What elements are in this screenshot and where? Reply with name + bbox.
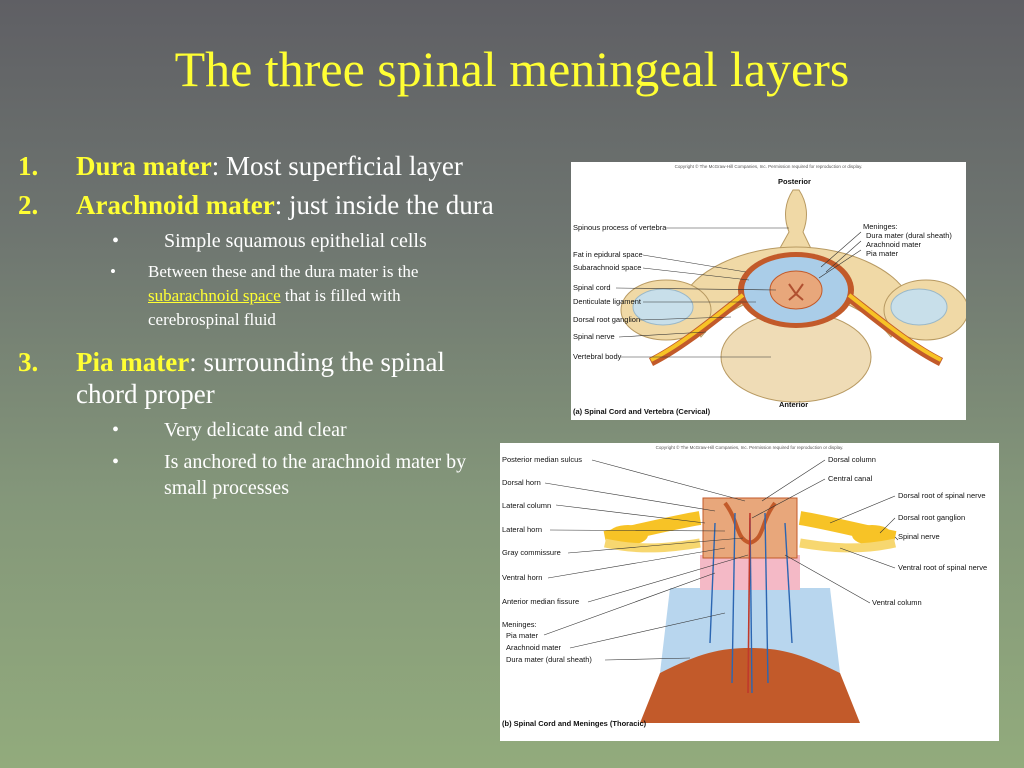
term-arachnoid-mater: Arachnoid mater [76, 190, 275, 220]
sub-bullet: • Is anchored to the arachnoid mater by … [76, 449, 496, 501]
label-vertebral-body: Vertebral body [573, 352, 622, 361]
label-dorsal-column: Dorsal column [828, 455, 876, 464]
posterior-label: Posterior [778, 177, 811, 186]
ganglion-right [852, 525, 892, 545]
label-lateral-column: Lateral column [502, 501, 552, 510]
label-pia-mater: Pia mater [866, 249, 899, 258]
bullet-icon: • [110, 262, 116, 281]
list-item-pia-mater: 3. Pia mater: surrounding the spinal cho… [18, 346, 496, 410]
ventral-root-right [799, 538, 897, 553]
list-number: 1. [18, 151, 39, 181]
label-ventral-root: Ventral root of spinal nerve [898, 563, 988, 572]
bullet-icon: • [112, 451, 120, 473]
foramen-right [890, 288, 948, 326]
label-arachnoid-mater: Arachnoid mater [506, 643, 562, 652]
copyright-text: Copyright © The McGraw-Hill Companies, I… [674, 164, 863, 169]
bullet-icon: • [112, 230, 120, 252]
copyright-text: Copyright © The McGraw-Hill Companies, I… [655, 445, 844, 450]
artery-shape [747, 512, 751, 694]
label-central-canal: Central canal [828, 474, 873, 483]
label-subarachnoid-space: Subarachnoid space [573, 263, 642, 272]
label-meninges-title: Meninges: [502, 620, 537, 629]
cervical-illustration [615, 189, 966, 403]
label-dorsal-root: Dorsal root of spinal nerve [898, 491, 986, 500]
nerve-fiber-left [650, 293, 745, 362]
label-spinal-nerve: Spinal nerve [898, 532, 940, 541]
label-spinal-cord: Spinal cord [573, 283, 611, 292]
anterior-label: Anterior [779, 400, 809, 409]
label-spinous-process: Spinous process of vertebra [573, 223, 667, 232]
item-text: : just inside the dura [274, 190, 494, 220]
thoracic-illustration [543, 459, 899, 723]
figure-thoracic-meninges: Copyright © The McGraw-Hill Companies, I… [500, 443, 999, 741]
item-text: : Most superficial layer [211, 151, 463, 181]
sub-sub-text: that is filled with cerebrospinal fluid [148, 286, 401, 329]
figure-a-caption: (a) Spinal Cord and Vertebra (Cervical) [573, 407, 711, 416]
label-spinal-nerve: Spinal nerve [573, 332, 615, 341]
sub-bullet-text: Simple squamous epithelial cells [164, 230, 427, 252]
foramen-left [632, 288, 694, 326]
label-fat-epidural: Fat in epidural space [573, 250, 643, 259]
label-meninges-title: Meninges: [863, 222, 898, 231]
label-dorsal-root-ganglion: Dorsal root ganglion [573, 315, 641, 324]
bullet-icon: • [112, 419, 120, 441]
sub-bullet: • Very delicate and clear [76, 417, 496, 443]
label-dorsal-root-ganglion: Dorsal root ganglion [898, 513, 966, 522]
ganglion-left [608, 525, 648, 545]
sub-bullet-text: Is anchored to the arachnoid mater by sm… [164, 451, 467, 499]
bullet-content: 1. Dura mater: Most superficial layer 2.… [18, 150, 496, 507]
label-arachnoid-mater: Arachnoid mater [866, 240, 922, 249]
label-ventral-column: Ventral column [872, 598, 922, 607]
sub-sub-text: Between these and the dura mater is the [148, 262, 419, 281]
term-pia-mater: Pia mater [76, 347, 190, 377]
list-item-arachnoid-mater: 2. Arachnoid mater: just inside the dura [18, 189, 496, 221]
list-number: 2. [18, 190, 39, 220]
sub-bullet-text: Very delicate and clear [164, 419, 347, 441]
slide-title: The three spinal meningeal layers [174, 41, 850, 97]
figure-b-caption: (b) Spinal Cord and Meninges (Thoracic) [502, 719, 647, 728]
term-dura-mater: Dura mater [76, 151, 212, 181]
label-gray-commissure: Gray commissure [502, 548, 561, 557]
label-anterior-median-fissure: Anterior median fissure [502, 597, 580, 606]
label-posterior-median-sulcus: Posterior median sulcus [502, 455, 583, 464]
list-item-dura-mater: 1. Dura mater: Most superficial layer [18, 150, 496, 182]
ventral-root-left [603, 538, 701, 553]
label-dorsal-horn: Dorsal horn [502, 478, 541, 487]
label-dura-mater: Dura mater (dural sheath) [506, 655, 592, 664]
item-text: : surrounding the spinal chord proper [76, 347, 445, 409]
label-denticulate-ligament: Denticulate ligament [573, 297, 641, 306]
sub-sub-bullet: • Between these and the dura mater is th… [18, 260, 496, 332]
spinal-cord-shape [769, 270, 823, 310]
label-pia-mater: Pia mater [506, 631, 539, 640]
figure-cervical-cross-section: Copyright © The McGraw-Hill Companies, I… [571, 162, 966, 420]
nerve-fiber-right [847, 293, 942, 362]
sub-bullet: • Simple squamous epithelial cells [76, 228, 496, 254]
label-lateral-horn: Lateral horn [502, 525, 543, 534]
label-ventral-horn: Ventral horn [502, 573, 543, 582]
arachnoid-shape [660, 588, 840, 673]
gray-matter-shape [788, 283, 804, 301]
label-dura-mater: Dura mater (dural sheath) [866, 231, 952, 240]
subarachnoid-space-link[interactable]: subarachnoid space [148, 286, 281, 305]
list-number: 3. [18, 347, 39, 377]
